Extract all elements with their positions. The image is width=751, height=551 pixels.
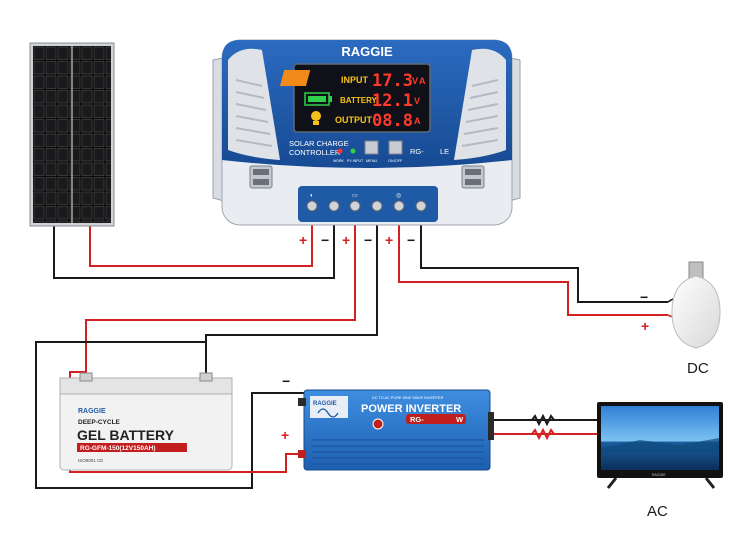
svg-text:▭: ▭ [352, 193, 358, 199]
terminal-solar-negative [328, 200, 340, 212]
minus-dc: − [640, 289, 648, 305]
plus-battery: + [342, 232, 350, 248]
lcd-output-value: 08.8 [372, 111, 413, 131]
battery-line1: DEEP-CYCLE [78, 419, 121, 426]
wire-load-negative [420, 212, 668, 303]
tv-stand-left [606, 477, 618, 489]
inverter-title: POWER INVERTER [361, 403, 461, 415]
terminal-battery-negative [371, 200, 383, 212]
battery-cert: ISO9001 CE [78, 458, 103, 463]
terminal-glyphs: ◐ ▭ ◎ [310, 193, 401, 199]
controller-lcd [293, 63, 431, 133]
onoff-button[interactable] [388, 140, 403, 155]
wire-battery-inverter-positive [69, 371, 310, 473]
svg-text:◐: ◐ [310, 193, 314, 199]
wire-battery-positive [85, 212, 356, 382]
minus-solar: − [321, 232, 329, 248]
plus-load: + [385, 232, 393, 248]
inverter-model: RG- [410, 415, 424, 424]
terminal-polarity-labels: + − + − + − − + − + [281, 232, 649, 443]
wire-battery-inverter-negative [35, 341, 313, 489]
plus-dc: + [641, 318, 649, 334]
plus-inverter: + [281, 427, 289, 443]
lcd-battery-label: BATTERY [340, 96, 378, 105]
solar-panel [29, 42, 115, 227]
resistor-symbol-bottom [531, 427, 555, 441]
controller-title-line1: SOLAR CHARGE [289, 139, 349, 148]
lcd-input-unit: A [419, 76, 426, 86]
inverter-badge [372, 418, 384, 430]
usb-ports-right [461, 165, 485, 189]
solar-panel-icon [279, 70, 311, 86]
svg-text:◎: ◎ [396, 193, 401, 199]
minus-load: − [407, 232, 415, 248]
controller-model: RG- [410, 147, 424, 156]
tv-stand-right [704, 477, 716, 489]
terminal-load-positive [393, 200, 405, 212]
onoff-label: ON/OFF [388, 159, 403, 163]
light-bulb-icon [311, 111, 321, 125]
pv-input-label: PV INPUT [347, 159, 364, 163]
terminal-load-negative [415, 200, 427, 212]
pv-input-led [350, 148, 356, 154]
lcd-battery-unit: V [414, 96, 420, 106]
wire-solar-negative [53, 212, 335, 279]
work-label: WORK [333, 159, 345, 163]
terminal-battery-positive [349, 200, 361, 212]
controller-brand: RAGGIE [341, 44, 393, 59]
terminal-solar-positive [306, 200, 318, 212]
wire-battery-negative [205, 212, 378, 382]
tv-screen [601, 406, 719, 470]
lcd-input-v: V [412, 76, 418, 86]
resistor-symbol-top [531, 413, 555, 427]
lcd-output-label: OUTPUT [335, 115, 373, 125]
television: RAGGIE [597, 402, 723, 489]
inverter-brand: RAGGIE [313, 401, 337, 407]
dc-label: DC [687, 360, 709, 377]
plus-solar: + [299, 232, 307, 248]
controller-model-suffix: LE [440, 147, 449, 156]
lcd-output-unit: A [414, 116, 421, 126]
controller-title-line2: CONTROLLER [289, 148, 341, 157]
gel-battery: RAGGIE DEEP-CYCLE GEL BATTERY RG-GFM-150… [59, 372, 233, 471]
controller-terminal-strip [298, 186, 438, 222]
battery-model: RG-GFM-150(12V150AH) [80, 445, 156, 452]
solar-charge-controller: RAGGIE INPUT 17.3 V A BATTERY 12.1 V OUT… [212, 39, 521, 226]
minus-battery: − [364, 232, 372, 248]
usb-ports-left [249, 165, 273, 189]
lcd-battery-value: 12.1 [372, 91, 413, 111]
battery-terminal-positive [79, 372, 93, 382]
battery-brand: RAGGIE [78, 408, 106, 415]
lcd-input-value: 17.3 [372, 71, 413, 91]
inverter-subtitle: DC TO AC PURE SINE WAVE INVERTER [372, 396, 444, 400]
menu-label: MENU [366, 159, 377, 163]
lcd-input-label: INPUT [341, 75, 369, 85]
battery-icon [304, 92, 332, 106]
battery-terminal-negative [199, 372, 213, 382]
inverter-input-negative [298, 398, 306, 406]
tv-brand: RAGGIE [652, 473, 666, 477]
ac-label: AC [647, 503, 668, 520]
dc-light-bulb [667, 261, 721, 349]
power-inverter: RAGGIE DC TO AC PURE SINE WAVE INVERTER … [298, 389, 494, 471]
sine-wave-icon [317, 408, 339, 418]
wire-solar-positive [89, 212, 313, 267]
inverter-input-positive [298, 450, 306, 458]
work-led [337, 148, 343, 154]
menu-button[interactable] [364, 140, 379, 155]
wire-load-positive [398, 212, 668, 316]
inverter-output-socket [488, 412, 494, 440]
battery-line2: GEL BATTERY [77, 427, 175, 443]
minus-inverter: − [282, 373, 290, 389]
wires [35, 212, 668, 489]
inverter-model-suffix: W [456, 415, 464, 424]
